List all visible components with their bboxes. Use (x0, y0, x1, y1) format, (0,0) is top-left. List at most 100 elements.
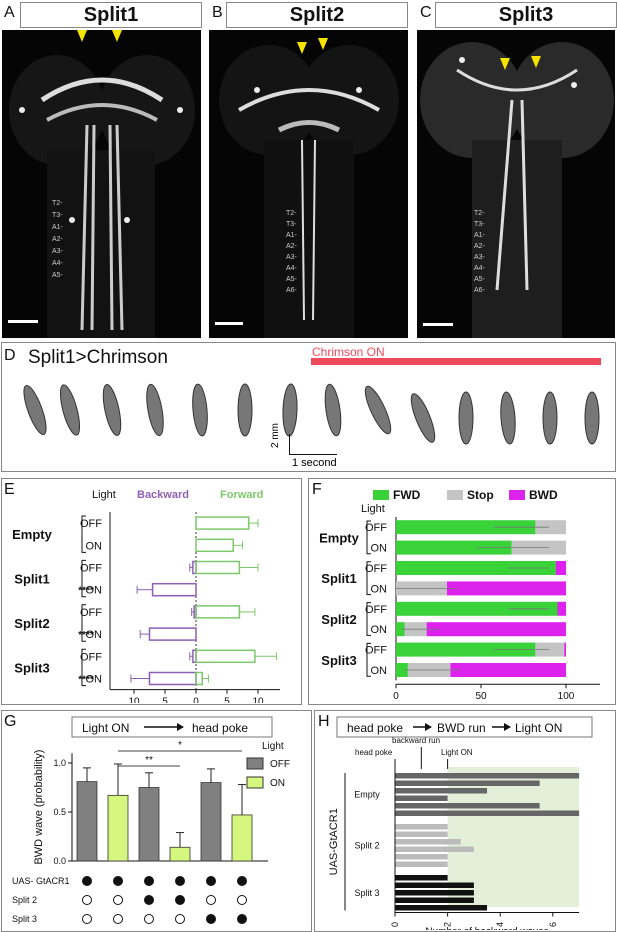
x-tick-label: 50 (475, 691, 487, 702)
larva-image (59, 384, 81, 436)
header-right: head poke (192, 721, 248, 735)
legend-swatch (373, 490, 389, 500)
larva-body (364, 385, 392, 435)
bwd-segment (450, 663, 566, 677)
significance-stars: **** (78, 630, 94, 641)
fwd-segment (396, 540, 512, 555)
backward-wave-bar (395, 861, 448, 867)
group-bracket (81, 515, 86, 553)
panel-b-title: Split2 (226, 2, 408, 28)
stop-segment (535, 520, 566, 535)
segment-label: A3- (474, 254, 485, 261)
micrograph-split2-image (219, 45, 399, 338)
genotype-dot (206, 895, 216, 905)
segment-label: T2- (474, 210, 485, 217)
larva-body (500, 391, 516, 445)
backward-wave-bar (395, 831, 448, 837)
backward-bar (151, 582, 197, 597)
scale-bar-vertical (289, 434, 290, 454)
backward-wave-bar (395, 788, 488, 794)
larva-body (23, 384, 47, 436)
header-part: head poke (347, 721, 403, 735)
probability-bar (138, 787, 160, 862)
larva-body (584, 391, 600, 445)
light-header: Light (361, 503, 385, 515)
genotype-label: Split 2 (12, 895, 37, 905)
segment-label: A5- (286, 276, 297, 283)
segment-label: T2- (52, 200, 63, 207)
panel-c-title: Split3 (435, 2, 617, 28)
micrograph-split2 (209, 30, 408, 338)
arrow-head-icon (425, 723, 432, 731)
segment-label: T3- (474, 221, 485, 228)
segment-label: A2- (52, 236, 63, 243)
larva-body (102, 384, 122, 436)
genotype-dot (113, 914, 123, 924)
significance-stars: **** (78, 586, 94, 597)
forward-bar (195, 671, 203, 686)
backward-wave-bar (395, 905, 488, 911)
panel-d-title: Split1>Chrimson (28, 347, 168, 368)
probability-bar (200, 782, 222, 862)
segment-label: T2- (286, 210, 297, 217)
x-tick-label: 5 (162, 697, 168, 703)
probability-bar (169, 846, 191, 862)
legend-label: FWD (393, 488, 421, 502)
light-label: OFF (80, 651, 102, 663)
group-bracket (81, 604, 86, 642)
light-label: ON (371, 543, 388, 555)
y-tick-label: 0.0 (53, 856, 66, 866)
larva-image (102, 384, 122, 436)
micrograph-split1 (2, 30, 201, 338)
x-tick-label: 5 (224, 697, 230, 703)
legend-label: Stop (467, 488, 494, 502)
arrowhead-icon (77, 30, 87, 42)
larva-body (59, 384, 81, 436)
larva-image (324, 383, 342, 437)
panel-g-letter: G (4, 713, 17, 730)
micrograph-split1-image (9, 55, 195, 338)
light-label: ON (371, 583, 388, 595)
genotype-dot (237, 876, 247, 886)
group-label: Split1 (14, 572, 49, 587)
panel-d-frame (1, 342, 616, 472)
legend-swatch (246, 757, 264, 770)
group-label: Split3 (14, 660, 49, 675)
larva-image (458, 391, 474, 445)
x-tick-label: 4 (495, 922, 505, 927)
light-label: OFF (365, 563, 387, 575)
light-label: OFF (80, 607, 102, 619)
genotype-dot (175, 876, 185, 886)
bwd-segment (447, 581, 566, 596)
chrimson-on-label: Chrimson ON (312, 345, 385, 359)
legend-label: ON (270, 778, 285, 789)
genotype-label: UAS- GtACR1 (12, 876, 70, 886)
genotype-dot (237, 895, 247, 905)
light-label: OFF (80, 563, 102, 575)
head-poke-annotation: head poke (355, 748, 393, 757)
larva-image (542, 391, 558, 445)
legend-title: Light (262, 741, 284, 752)
genotype-dot (144, 914, 154, 924)
larva-body (237, 383, 253, 437)
segment-label: T3- (52, 212, 63, 219)
x-tick-label: 0 (193, 697, 199, 703)
larva-image (192, 383, 208, 437)
genotype-label: Split 3 (12, 914, 37, 924)
fwd-segment (396, 663, 408, 677)
genotype-dot (144, 876, 154, 886)
larva-image (282, 383, 298, 437)
panel-f-frame (308, 478, 616, 705)
panel-f-letter: F (312, 481, 322, 498)
larva-image (23, 384, 47, 436)
probability-bar (107, 794, 129, 862)
arrowhead-icon (500, 58, 510, 70)
genotype-dot (206, 914, 216, 924)
backward-wave-bar (395, 890, 474, 896)
fwd-segment (396, 642, 536, 657)
segment-label: A6- (286, 287, 297, 294)
legend-swatch (509, 490, 525, 500)
